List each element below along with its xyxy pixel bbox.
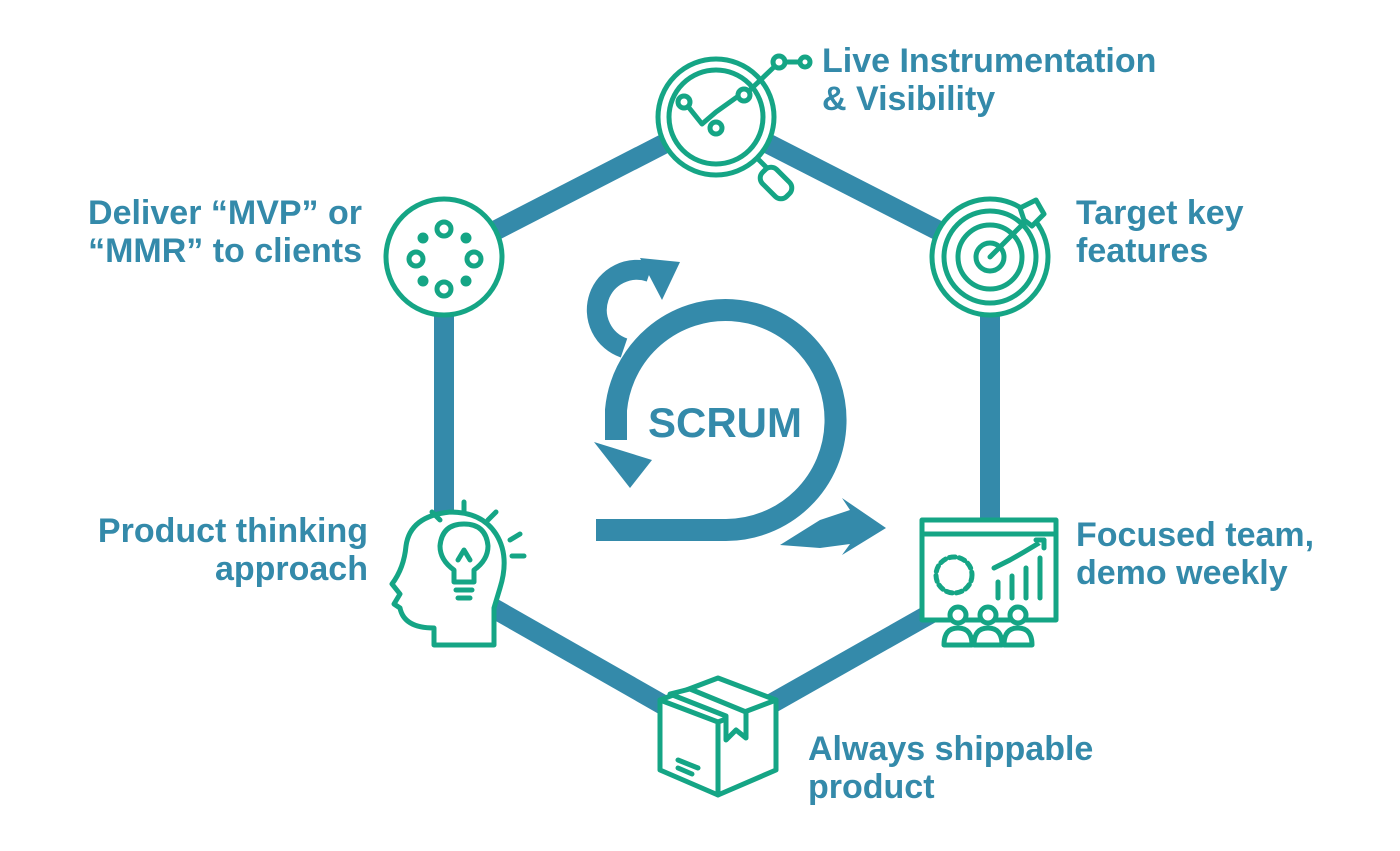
label-line: & Visibility <box>822 80 996 118</box>
label-line: “MMR” to clients <box>88 232 362 270</box>
label-line: Focused team, <box>1076 516 1315 554</box>
label-line: features <box>1076 232 1209 270</box>
label-line: product <box>808 768 935 806</box>
presentation-team-icon <box>919 517 1059 648</box>
label-target-key-features: Target key features <box>1076 194 1244 270</box>
scrum-label: SCRUM <box>648 399 802 446</box>
label-line: approach <box>214 550 368 588</box>
label-focused-team: Focused team, demo weekly <box>1076 516 1314 592</box>
label-line: Product thinking <box>97 512 368 550</box>
label-line: Always shippable <box>808 730 1094 768</box>
target-icon <box>929 196 1051 318</box>
label-product-thinking: Product thinking approach <box>60 512 368 588</box>
label-deliver-mvp: Deliver “MVP” or “MMR” to clients <box>40 194 362 270</box>
label-always-shippable: Always shippable product <box>808 730 1093 806</box>
package-box-icon <box>657 675 779 798</box>
label-line: Deliver “MVP” or <box>88 194 362 232</box>
label-line: Target key <box>1076 194 1244 232</box>
dots-circle-icon <box>383 196 505 318</box>
label-line: Live Instrumentation <box>822 42 1157 80</box>
scrum-cycle-icon <box>586 258 886 555</box>
label-line: demo weekly <box>1076 554 1288 592</box>
head-lightbulb-icon <box>389 499 527 648</box>
label-live-instrumentation: Live Instrumentation & Visibility <box>822 42 1156 118</box>
magnifier-chart-icon <box>655 53 813 202</box>
